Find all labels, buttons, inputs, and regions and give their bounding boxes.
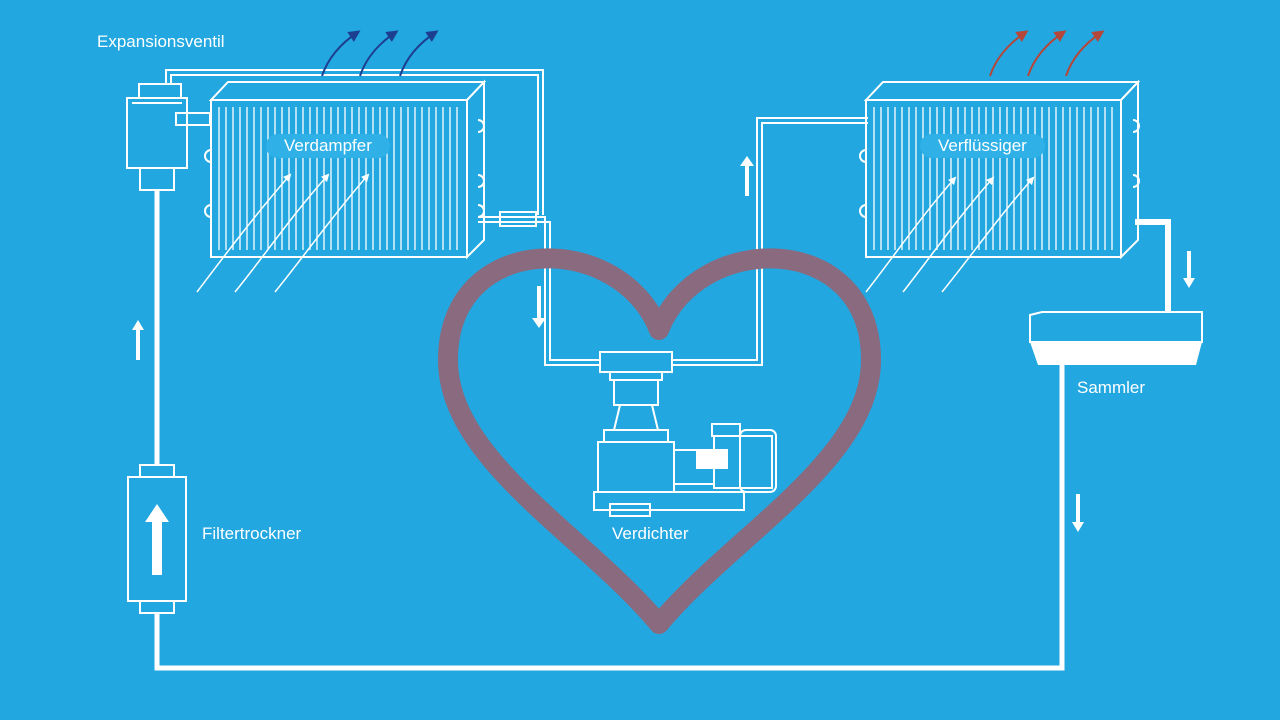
label-expansion-valve: Expansionsventil bbox=[97, 32, 225, 51]
label-compressor: Verdichter bbox=[612, 524, 689, 543]
condenser-warm-arrows bbox=[989, 30, 1105, 77]
condenser-airflow bbox=[865, 176, 1035, 293]
condenser-receiver-pipe bbox=[1135, 219, 1171, 312]
heart-outline bbox=[438, 248, 881, 634]
condenser-unit bbox=[859, 79, 1141, 260]
label-evaporator: Verdampfer bbox=[266, 134, 390, 158]
compressor-unit bbox=[593, 351, 777, 517]
expansion-valve bbox=[126, 83, 211, 191]
suction-fitting bbox=[499, 211, 537, 227]
flow-arrow-return-down bbox=[1072, 494, 1084, 532]
compressor-lines bbox=[165, 69, 868, 366]
label-filter-dryer: Filtertrockner bbox=[202, 524, 302, 543]
main-pipe-loop bbox=[154, 365, 1065, 671]
compressor-motor-label-plate bbox=[696, 449, 728, 469]
flow-arrows bbox=[132, 156, 1195, 532]
flow-arrow-liquid-up bbox=[132, 320, 144, 360]
flow-arrow-discharge-up bbox=[740, 156, 754, 196]
flow-arrow-receiver-down bbox=[1183, 251, 1195, 288]
filter-dryer bbox=[127, 464, 187, 614]
label-receiver: Sammler bbox=[1077, 378, 1146, 397]
receiver-tank bbox=[1029, 311, 1203, 365]
evaporator-cold-arrows bbox=[321, 30, 439, 77]
flow-arrow-suction-down bbox=[532, 286, 546, 328]
evaporator-unit bbox=[204, 79, 487, 260]
label-condenser: Verflüssiger bbox=[920, 134, 1045, 158]
evaporator-airflow bbox=[196, 173, 370, 293]
filter-flow-arrow bbox=[145, 504, 169, 575]
